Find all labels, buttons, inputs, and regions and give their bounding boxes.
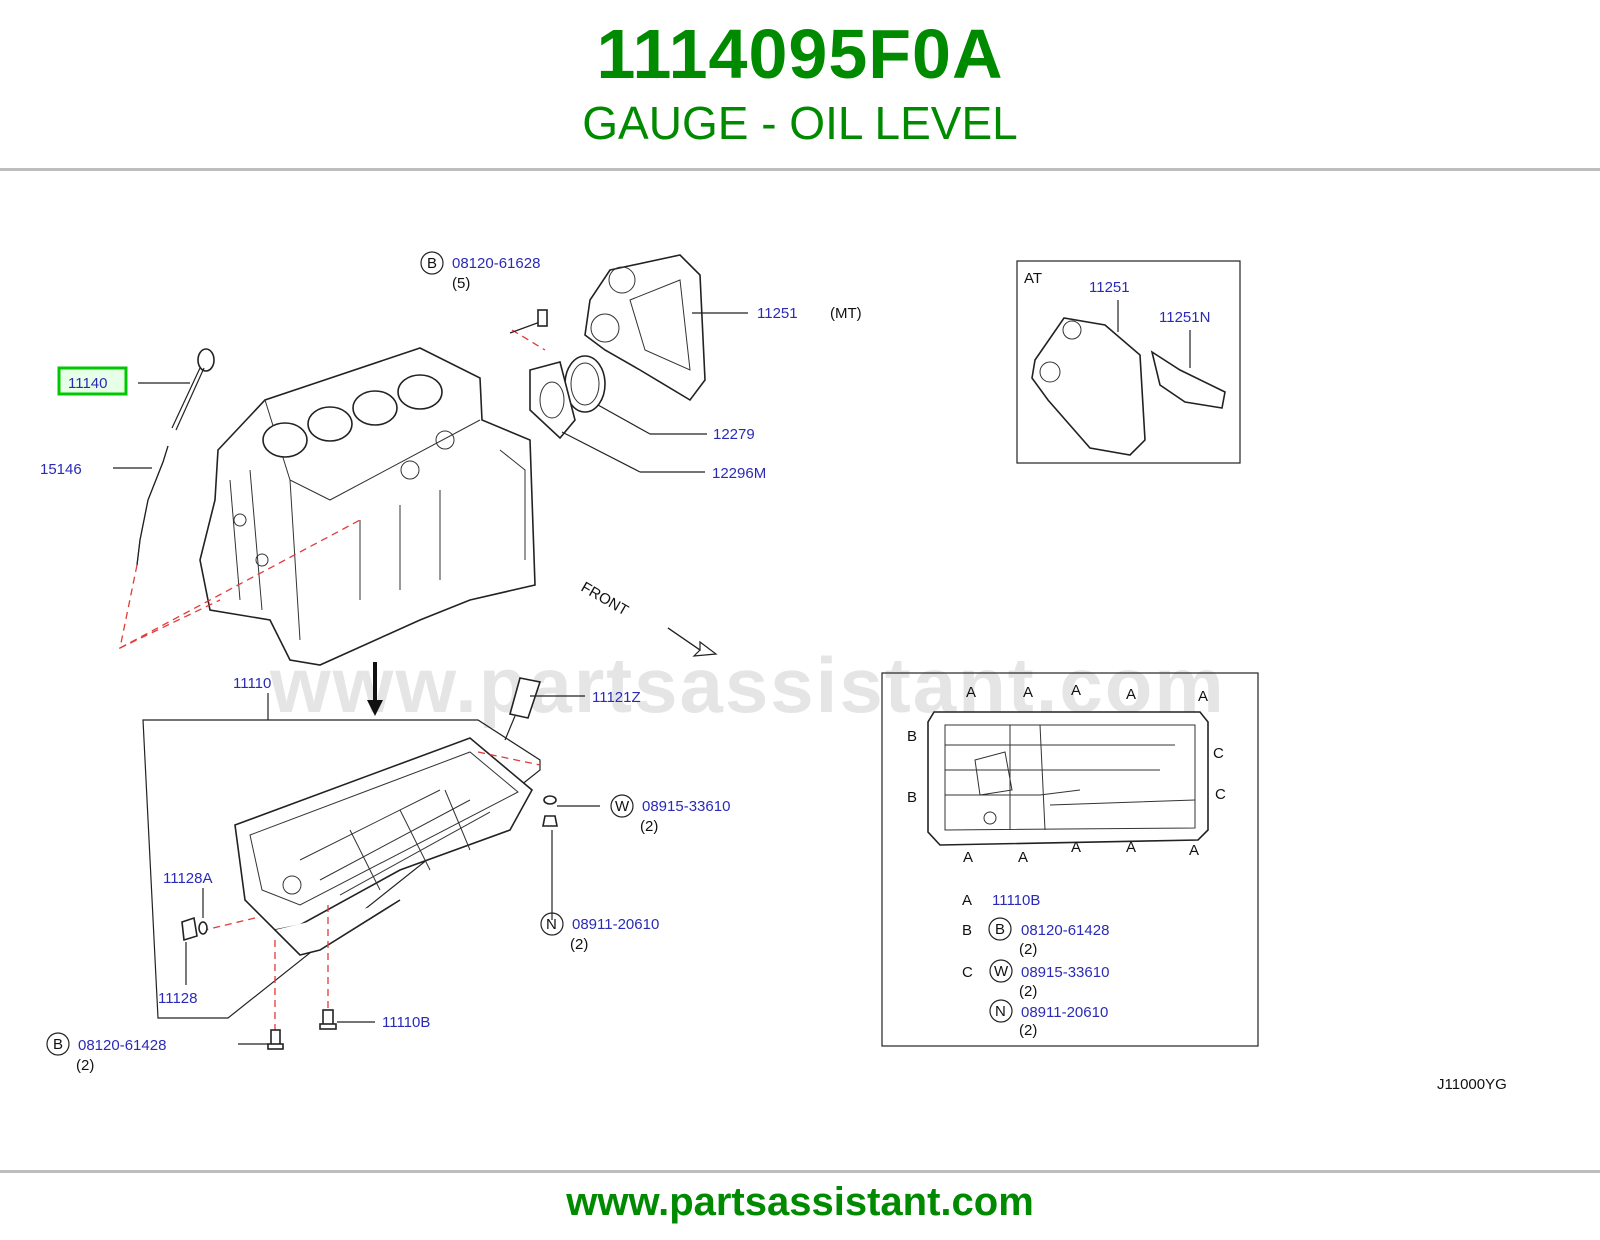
pan-top-view-illustration	[927, 711, 1209, 846]
legend-circle-n-letter: N	[995, 1003, 1006, 1020]
pan-point-b2: B	[907, 789, 917, 806]
leader-12279-a	[597, 404, 651, 435]
legend-part-11110B[interactable]: 11110B	[992, 892, 1040, 909]
part-name-subtitle: GAUGE - OIL LEVEL	[582, 97, 1018, 149]
legend-qty-b: (2)	[1019, 941, 1037, 958]
rear-plate-part[interactable]	[584, 254, 706, 402]
oil-pan-part[interactable]	[234, 737, 534, 956]
leader-dash-pan	[204, 905, 329, 1030]
leader-dash-sensor	[477, 751, 541, 766]
drain-washer-part[interactable]	[198, 921, 208, 935]
circle-n-letter: N	[546, 916, 557, 933]
down-arrow-head	[367, 700, 383, 716]
callout-08915-33610-qty: (2)	[640, 818, 658, 835]
callout-11121Z[interactable]: 11121Z	[592, 689, 641, 706]
legend-qty-n: (2)	[1019, 1022, 1037, 1039]
pan-point-a6: A	[963, 849, 973, 866]
callout-11251-mt: (MT)	[830, 305, 862, 322]
pan-point-b1: B	[907, 728, 917, 745]
leader-dash-block	[119, 519, 361, 649]
callout-08911-20610[interactable]: 08911-20610	[572, 916, 659, 933]
callout-08120-61628[interactable]: 08120-61628	[452, 255, 540, 272]
legend-key-a: A	[962, 892, 972, 909]
pan-point-c1: C	[1213, 745, 1224, 762]
legend-part-08120-61428[interactable]: 08120-61428	[1021, 922, 1109, 939]
at-inset-title: AT	[1024, 270, 1042, 287]
oil-pan-group-frame	[142, 719, 541, 1019]
legend-key-b: B	[962, 922, 972, 939]
callout-11110B[interactable]: 11110B	[382, 1014, 430, 1031]
footer-url-link[interactable]: www.partsassistant.com	[566, 1180, 1034, 1224]
dipstick-gauge-part[interactable]	[171, 348, 215, 431]
seal-retainer-part[interactable]	[529, 361, 576, 440]
pan-point-a8: A	[1071, 839, 1081, 856]
circle-w-letter: W	[615, 798, 630, 815]
callout-11140-highlight[interactable]	[57, 366, 128, 396]
at-callout-11251[interactable]: 11251	[1089, 279, 1130, 296]
pan-point-c2: C	[1215, 786, 1226, 803]
pan-point-a7: A	[1018, 849, 1028, 866]
callout-12296M[interactable]: 12296M	[712, 465, 766, 482]
pan-point-a1: A	[966, 684, 976, 701]
callout-08120-61428[interactable]: 08120-61428	[78, 1037, 166, 1054]
legend-circle-b-letter: B	[995, 921, 1005, 938]
pan-point-a5: A	[1198, 688, 1208, 705]
part-number-title: 1114095F0A	[596, 15, 1004, 93]
callout-11140[interactable]: 11140	[68, 375, 108, 392]
at-callout-11251N[interactable]: 11251N	[1159, 309, 1210, 326]
footer-divider	[0, 1170, 1600, 1173]
callout-11110[interactable]: 11110	[233, 675, 271, 692]
at-rear-plate-part[interactable]	[1031, 317, 1146, 456]
pan-detail-frame	[881, 672, 1259, 1047]
legend-part-08915-33610[interactable]: 08915-33610	[1021, 964, 1109, 981]
dipstick-tube-part[interactable]	[136, 445, 169, 566]
front-label: FRONT	[578, 579, 631, 620]
stud-part-11110B[interactable]	[319, 1009, 337, 1030]
sensor-part-11121Z[interactable]	[504, 677, 542, 741]
cylinder-block-illustration	[199, 347, 536, 666]
callout-08120-61428-qty: (2)	[76, 1057, 94, 1074]
callout-11251[interactable]: 11251	[757, 305, 798, 322]
legend-circle-w-icon	[989, 959, 1013, 983]
bolt-part-08120-61428[interactable]	[267, 1029, 284, 1050]
callout-11128A[interactable]: 11128A	[163, 870, 213, 887]
callout-08120-61628-qty: (5)	[452, 275, 470, 292]
circle-b2-letter: B	[53, 1036, 63, 1053]
diagram-code: J11000YG	[1437, 1076, 1507, 1093]
bolt-part-08120-61628[interactable]	[509, 309, 548, 334]
pan-point-a9: A	[1126, 839, 1136, 856]
pan-point-a4: A	[1126, 686, 1136, 703]
leader-dash-bolt	[511, 329, 546, 351]
washer-part[interactable]	[543, 795, 557, 805]
pan-point-a2: A	[1023, 684, 1033, 701]
circle-n-icon	[540, 912, 564, 936]
legend-key-c: C	[962, 964, 973, 981]
leader-12296M-a	[561, 431, 641, 473]
callout-08911-20610-qty: (2)	[570, 936, 588, 953]
circle-w-icon	[610, 794, 634, 818]
pan-point-a3: A	[1071, 682, 1081, 699]
circle-b-letter: B	[427, 255, 437, 272]
circle-b-icon	[420, 251, 444, 275]
header-divider	[0, 168, 1600, 171]
callout-08915-33610[interactable]: 08915-33610	[642, 798, 730, 815]
callout-11128[interactable]: 11128	[158, 990, 198, 1007]
callout-15146[interactable]: 15146	[40, 461, 82, 478]
circle-b2-icon	[46, 1032, 70, 1056]
at-cover-part[interactable]	[1150, 350, 1226, 409]
drain-plug-part[interactable]	[181, 916, 198, 942]
header: 1114095F0A GAUGE - OIL LEVEL	[0, 0, 1600, 168]
nut-part[interactable]	[542, 815, 558, 827]
legend-part-08911-20610[interactable]: 08911-20610	[1021, 1004, 1108, 1021]
front-arrow-shaft	[667, 627, 701, 651]
legend-circle-w-letter: W	[994, 963, 1009, 980]
legend-qty-c: (2)	[1019, 983, 1037, 1000]
legend-circle-b-icon	[988, 917, 1012, 941]
pan-point-a10: A	[1189, 842, 1199, 859]
legend-circle-n-icon	[989, 999, 1013, 1023]
at-inset-frame	[1016, 260, 1241, 464]
callout-12279[interactable]: 12279	[713, 426, 755, 443]
